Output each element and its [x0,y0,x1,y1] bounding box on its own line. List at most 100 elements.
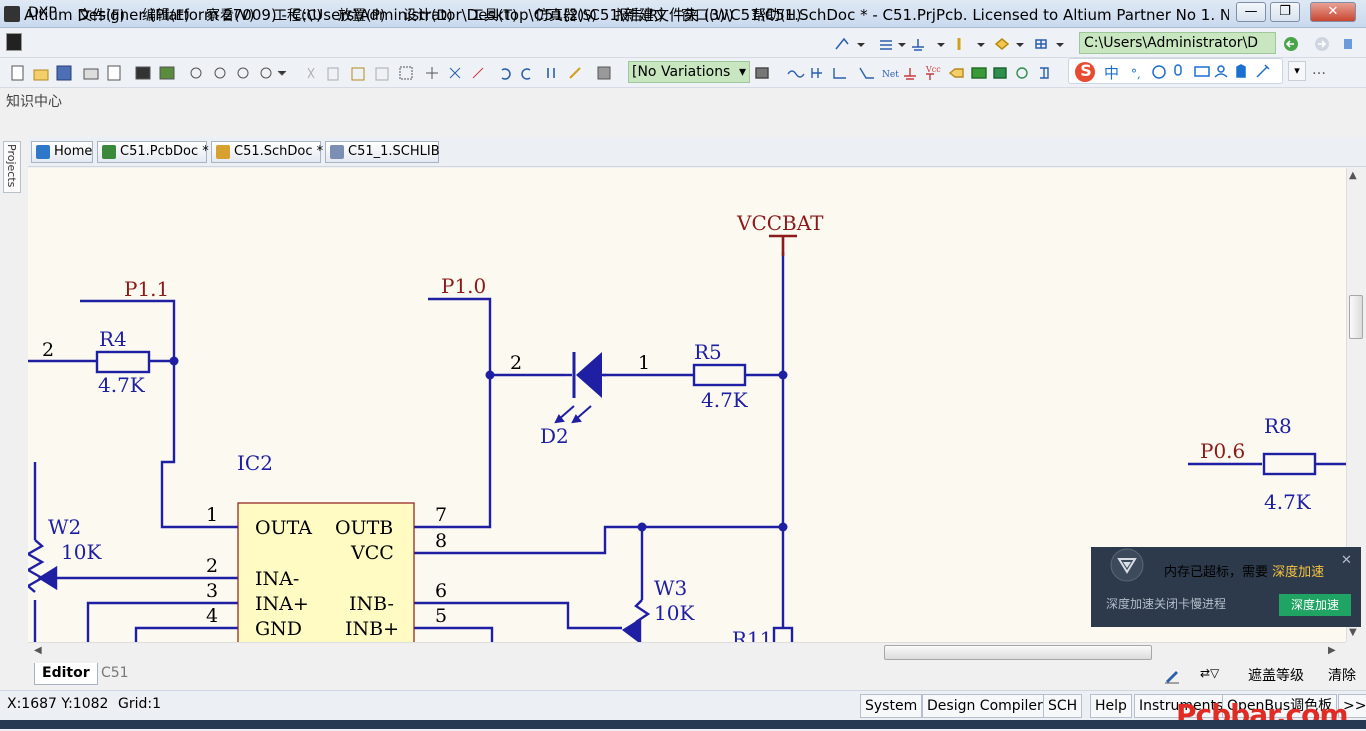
scroll-up-icon[interactable]: ▲ [1349,170,1357,181]
menu-view[interactable]: 察看(V) [206,8,255,24]
path-combobox[interactable]: C:\Users\Administrator\D [1079,32,1276,54]
navigation-icons[interactable] [1282,35,1366,53]
knowledge-center-link[interactable]: 知识中心 [6,94,62,110]
deep-accelerate-button[interactable]: 深度加速 [1279,594,1351,616]
shield-icon [1108,547,1148,583]
w3-value: 10K [654,601,695,625]
tab-editor[interactable] [34,663,98,685]
dxp-icon [6,33,22,51]
pin-number: 2 [510,352,522,374]
tab-editor-label: Editor [42,665,90,681]
menu-place[interactable]: 放置(P) [338,8,386,24]
tab-schlib[interactable]: C51_1.SCHLIB [325,141,440,163]
side-panel-strip [0,137,24,657]
vertical-scroll-thumb[interactable] [1349,295,1363,339]
menu-edit[interactable]: 编辑(E) [142,8,190,24]
tab-label: C51_1.SCHLIB [348,144,440,159]
net-label-p11: P1.1 [124,277,169,301]
popup-close-icon[interactable]: ✕ [1341,553,1352,568]
net-label-p06: P0.6 [1200,439,1245,463]
more-icon[interactable]: … [1312,62,1326,78]
horizontal-scroll-thumb[interactable] [884,645,1152,660]
pin-number: 6 [435,580,447,602]
resistor-r4 [95,350,151,374]
r5-designator: R5 [694,340,722,364]
mask-level-button[interactable]: 遮盖等级 [1248,668,1304,684]
menu-project[interactable]: 工程(C) [273,8,322,24]
potentiometer-w3[interactable] [621,599,651,642]
altium-app-icon [4,6,20,22]
panel-instruments-button[interactable]: Instruments [1134,694,1229,718]
svg-text:Net: Net [882,70,899,80]
menu-window[interactable]: 窗口(W) [681,8,734,24]
panel-system-button[interactable]: System [860,694,923,718]
popup-subtitle: 深度加速关闭卡慢进程 [1106,597,1227,611]
scroll-right-icon[interactable]: ▶ [1328,645,1336,656]
tab-home[interactable]: Home [31,141,93,163]
knowledge-center-bar [0,88,1366,136]
vertical-scrollbar[interactable] [1346,168,1366,642]
power-port-vccbat[interactable] [769,234,797,256]
sogou-logo: S [1080,61,1092,80]
tab-pcbdoc[interactable]: C51.PcbDoc * [97,141,209,163]
ime-toolbar[interactable]: °, [1068,58,1283,84]
net-label-p10: P1.0 [441,274,486,298]
resistors[interactable] [70,350,1317,642]
home-icon [36,145,50,159]
panel-design-compiler-button[interactable]: Design Compiler [922,694,1048,718]
wires [28,252,1346,642]
close-button[interactable]: ✕ [1310,2,1356,22]
menu-file[interactable]: 文件(F) [78,8,125,24]
menu-dxp[interactable]: DXP [28,5,57,21]
menu-tools[interactable]: 工具(T) [470,8,518,24]
toolbar-icon-group-1[interactable] [8,62,624,84]
variations-dropdown[interactable]: [No Variations▾ [628,61,750,83]
chevron-down-icon[interactable]: ▾ [1288,61,1306,81]
pin-number: 5 [435,605,447,627]
projects-label: Projects [5,144,18,188]
menu-design[interactable]: 设计(D) [403,8,453,24]
library-icon [330,145,344,159]
pin-number: 2 [42,339,54,361]
pin-number: 7 [435,504,447,526]
popup-title: 内存已超标，需要 深度加速 [1164,561,1324,580]
tab-c51[interactable]: C51 [101,665,129,681]
ime-mode[interactable]: 中 [1104,64,1120,82]
r8-designator: R8 [1264,414,1292,438]
tab-label: C51.PcbDoc * [120,144,209,159]
tab-label: C51.SchDoc * [234,144,324,159]
clear-button[interactable]: 清除 [1328,668,1356,684]
potentiometer-w2[interactable] [28,539,58,593]
scroll-left-icon[interactable]: ◀ [34,645,42,656]
menu-toolbar-icons [832,35,1072,53]
minimize-button[interactable]: — [1236,2,1266,22]
panel-sch-button[interactable]: SCH [1043,694,1083,718]
scroll-down-icon[interactable]: ▼ [1349,627,1357,638]
tab-schdoc[interactable]: C51.SchDoc * [211,141,324,163]
junction-dots [169,356,788,532]
maximize-button[interactable]: ❐ [1270,2,1300,22]
ic-pin-name: INA- [255,568,299,590]
panel-help-button[interactable]: Help [1090,694,1132,718]
title-bar [0,0,1366,28]
svg-text:°,: °, [1131,67,1141,81]
ic2-designator: IC2 [237,451,273,475]
pencil-icon[interactable] [1163,666,1181,684]
window-title: Altium Designer (Platform 27009) - C:\Us… [24,6,1229,24]
w2-designator: W2 [48,515,81,539]
panel-more-button[interactable]: >> [1338,694,1366,718]
pin-number: 1 [206,504,218,526]
menu-reports[interactable]: 报告(R) [615,8,664,24]
toolbar-icon-group-2[interactable]: Net Vcc [754,62,1064,84]
menu-help[interactable]: 帮助(H) [752,8,802,24]
r5-value: 4.7K [701,388,749,412]
resistor-r8 [1262,452,1317,476]
menu-simulator[interactable]: 仿真器(S) [535,8,597,24]
panel-openbus-button[interactable]: OpenBus调色板 [1222,694,1338,718]
ic2-body[interactable] [237,502,415,642]
filter-icon[interactable]: ⇄▽ [1200,666,1220,680]
pin-number: 2 [206,555,218,577]
projects-panel-tab[interactable]: Projects [3,141,21,193]
resistor-r11 [772,626,794,642]
diode-d2[interactable] [554,352,606,424]
